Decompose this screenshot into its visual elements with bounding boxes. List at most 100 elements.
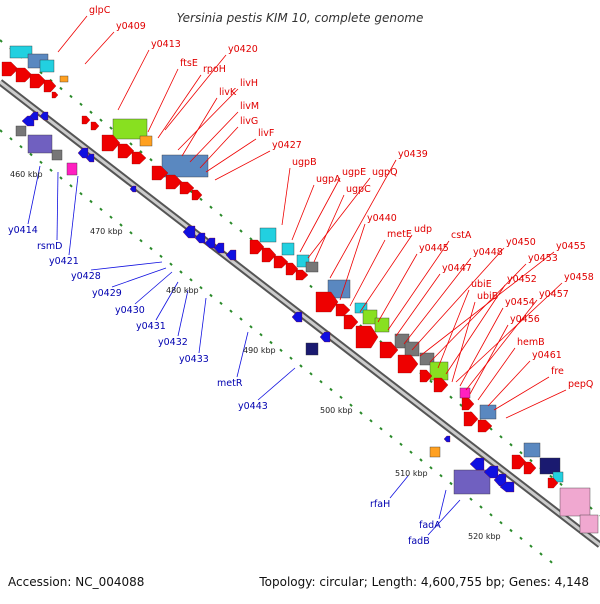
tick-mark	[29, 152, 33, 157]
forward-gene-arrow	[355, 325, 379, 349]
forward-gene-label: y0447	[442, 263, 472, 274]
forward-gene-leader	[465, 299, 538, 391]
tick-mark	[529, 544, 533, 548]
forward-gene-label: y0439	[398, 149, 428, 160]
tick-mark	[499, 435, 503, 439]
cds-block	[139, 135, 153, 147]
reverse-gene-arrow	[182, 225, 196, 239]
tick-mark	[209, 293, 213, 298]
reverse-gene-arrow	[213, 242, 225, 254]
reverse-gene-leader	[27, 165, 41, 225]
tick-mark	[109, 126, 113, 130]
reverse-gene-arrow	[204, 237, 216, 249]
tick-mark	[309, 284, 313, 289]
tick-mark	[559, 482, 563, 487]
forward-gene-leader	[387, 240, 450, 331]
tick-mark	[429, 466, 433, 470]
forward-gene-arrow	[419, 369, 433, 383]
tick-mark	[89, 110, 93, 114]
cds-block	[259, 227, 277, 243]
tick-mark	[329, 387, 333, 392]
forward-gene-arrow	[511, 454, 527, 470]
forward-gene-arrow	[523, 461, 537, 475]
reverse-gene-label: y0443	[238, 401, 268, 412]
tick-mark	[439, 473, 443, 478]
forward-gene-arrow	[285, 262, 299, 276]
gene-labels: glpCy0409y0413ftsErpoHy0420livHlivKlivMl…	[8, 5, 594, 547]
reverse-gene-arrow	[469, 457, 485, 471]
reverse-gene-label: y0432	[158, 337, 188, 348]
tick-mark	[0, 39, 3, 43]
reverse-gene-label: metR	[217, 378, 243, 389]
forward-gene-leader	[451, 301, 476, 383]
tick-mark	[199, 285, 203, 290]
reverse-gene-label: fadB	[408, 536, 430, 547]
tick-mark	[509, 528, 513, 533]
forward-gene-arrow	[379, 341, 399, 359]
forward-gene-leader	[469, 324, 509, 395]
forward-gene-arrow	[261, 247, 277, 263]
cds-block	[39, 59, 55, 73]
forward-gene-arrow	[51, 91, 59, 99]
tick-mark	[0, 129, 3, 133]
forward-gene-arrow	[15, 67, 33, 83]
forward-gene-arrow	[1, 61, 19, 77]
reverse-gene-leader	[56, 171, 59, 241]
forward-gene-label: ubiE	[471, 279, 492, 290]
forward-gene-leader	[117, 49, 150, 111]
reverse-gene-arrow	[77, 147, 89, 159]
forward-gene-arrow	[151, 165, 169, 181]
forward-gene-label: rpoH	[203, 64, 226, 75]
reverse-gene-leader	[389, 475, 409, 499]
forward-gene-label: livH	[240, 78, 258, 89]
tick-mark	[19, 144, 23, 149]
tick-mark	[379, 426, 383, 431]
tick-mark	[359, 411, 363, 415]
forward-gene-leader	[281, 167, 291, 226]
tick-mark	[419, 458, 423, 462]
tick-mark	[139, 238, 143, 243]
forward-gene-arrow	[29, 73, 47, 89]
forward-gene-label: y0456	[510, 314, 540, 325]
cds-block	[559, 487, 591, 517]
reverse-gene-arrow	[129, 185, 137, 193]
tick-mark	[9, 137, 13, 141]
forward-gene-leader	[445, 284, 506, 375]
tick-mark	[319, 379, 323, 384]
forward-gene-leader	[164, 54, 227, 131]
forward-gene-label: udp	[414, 224, 432, 235]
forward-gene-arrow	[131, 151, 147, 165]
tick-mark	[549, 474, 553, 479]
forward-gene-label: livK	[219, 87, 237, 98]
forward-gene-label: metE	[387, 229, 412, 240]
reverse-gene-arrow	[225, 249, 237, 261]
forward-gene-arrow	[547, 477, 559, 489]
cds-block	[404, 341, 420, 357]
reverse-gene-label: y0414	[8, 225, 38, 236]
forward-gene-label: cstA	[451, 230, 472, 241]
tick-mark	[219, 301, 223, 306]
reverse-gene-arrow	[85, 153, 95, 163]
tick-mark	[179, 270, 183, 274]
reverse-gene-arrow	[443, 435, 451, 443]
forward-gene-label: y0409	[116, 21, 146, 32]
forward-gene-label: hemB	[517, 337, 545, 348]
forward-gene-leader	[459, 307, 504, 387]
tick-mark	[119, 223, 123, 227]
tick-mark	[409, 450, 413, 454]
forward-gene-label: livM	[240, 101, 259, 112]
forward-gene-label: ftsE	[180, 58, 198, 69]
tick-mark	[159, 254, 163, 259]
strand-arrows	[1, 61, 559, 493]
tick-mark	[279, 348, 283, 353]
tick-mark	[509, 443, 513, 447]
reverse-gene-leader	[427, 499, 461, 536]
tick-mark	[109, 215, 113, 219]
tick-mark	[129, 142, 133, 146]
tick-mark	[259, 332, 263, 337]
reverse-gene-label: y0433	[179, 354, 209, 365]
tick-mark	[39, 160, 43, 165]
cds-block	[479, 404, 497, 420]
tick-mark	[299, 364, 303, 368]
forward-gene-arrow	[117, 143, 135, 159]
